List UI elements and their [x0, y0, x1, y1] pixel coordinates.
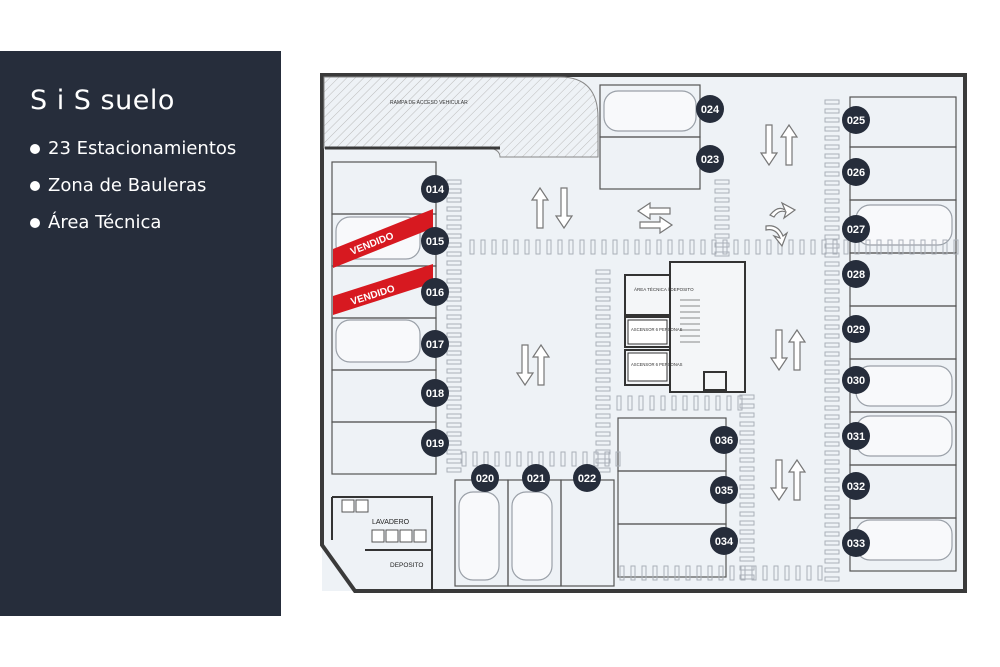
- spot-number: 021: [527, 473, 545, 485]
- bullet-icon: [30, 143, 40, 154]
- badge-circle: [522, 464, 550, 492]
- badge-circle: [471, 464, 499, 492]
- spot-badge-027[interactable]: 027: [842, 215, 870, 243]
- spot-number: 014: [426, 184, 445, 196]
- spot-number: 032: [847, 481, 865, 493]
- spot-badge-028[interactable]: 028: [842, 260, 870, 288]
- stair-lines: [680, 299, 700, 343]
- spot-number: 030: [847, 375, 865, 387]
- badge-circle: [421, 227, 449, 255]
- spot-number: 020: [476, 473, 494, 485]
- spot-badge-031[interactable]: 031: [842, 422, 870, 450]
- parking-spot-badges: 014 015 016 017 018 019 020 021 022 023 024 025 026 0…: [421, 95, 870, 557]
- badge-circle: [842, 215, 870, 243]
- badge-circle: [696, 145, 724, 173]
- spot-badge-032[interactable]: 032: [842, 472, 870, 500]
- spot-number: 024: [701, 104, 720, 116]
- feature-label: 23 Estacionamientos: [48, 138, 237, 159]
- central-core: [624, 261, 746, 393]
- badge-circle: [842, 422, 870, 450]
- badge-circle: [842, 158, 870, 186]
- spot-number: 027: [847, 224, 865, 236]
- service-rooms: [331, 496, 433, 591]
- spot-number: 034: [715, 536, 734, 548]
- spot-badge-019[interactable]: 019: [421, 429, 449, 457]
- spot-badge-034[interactable]: 034: [710, 527, 738, 555]
- spot-badge-022[interactable]: 022: [573, 464, 601, 492]
- spot-badge-020[interactable]: 020: [471, 464, 499, 492]
- spot-number: 017: [426, 339, 444, 351]
- vehicle-ramp: [323, 76, 599, 158]
- badge-circle: [421, 429, 449, 457]
- spot-badge-018[interactable]: 018: [421, 379, 449, 407]
- spot-badge-036[interactable]: 036: [710, 426, 738, 454]
- badge-circle: [842, 366, 870, 394]
- floor-plan: RAMPA DE ACCESO VEHICULAR: [320, 73, 967, 593]
- spot-badge-016[interactable]: 016: [421, 278, 449, 306]
- spot-badge-014[interactable]: 014: [421, 175, 449, 203]
- ramp-label: RAMPA DE ACCESO VEHICULAR: [390, 100, 468, 106]
- spot-number: 025: [847, 115, 865, 127]
- feature-label: Área Técnica: [48, 212, 162, 233]
- spot-number: 023: [701, 154, 719, 166]
- floor-title: S i S suelo: [30, 85, 175, 116]
- spot-number: 015: [426, 236, 444, 248]
- spot-badge-015[interactable]: 015: [421, 227, 449, 255]
- spot-number: 028: [847, 269, 865, 281]
- info-panel: [0, 51, 281, 616]
- badge-circle: [842, 472, 870, 500]
- storage-label: DEPOSITO: [390, 562, 423, 569]
- badge-circle: [696, 95, 724, 123]
- elevator-label: ASCENSOR 6 PERSONAS: [631, 362, 683, 367]
- spot-badge-030[interactable]: 030: [842, 366, 870, 394]
- spot-number: 018: [426, 388, 444, 400]
- traffic-arrows: [515, 123, 807, 502]
- badge-circle: [710, 426, 738, 454]
- badge-circle: [710, 527, 738, 555]
- badge-circle: [421, 175, 449, 203]
- spot-number: 022: [578, 473, 596, 485]
- badge-circle: [421, 379, 449, 407]
- spot-number: 029: [847, 324, 865, 336]
- badge-circle: [421, 278, 449, 306]
- feature-item-storage: Zona de Bauleras: [30, 175, 206, 196]
- badge-circle: [421, 330, 449, 358]
- spot-number: 016: [426, 287, 444, 299]
- bullet-icon: [30, 180, 40, 191]
- badge-circle: [842, 315, 870, 343]
- technical-area-label: ÁREA TÉCNICA / DEPOSITO: [634, 286, 694, 292]
- spot-number: 019: [426, 438, 444, 450]
- floor-plan-area: RAMPA DE ACCESO VEHICULAR: [281, 51, 1000, 616]
- bullet-icon: [30, 217, 40, 228]
- spot-badge-024[interactable]: 024: [696, 95, 724, 123]
- badge-circle: [573, 464, 601, 492]
- laundry-fixtures: [341, 499, 427, 543]
- badge-circle: [842, 106, 870, 134]
- spot-number: 035: [715, 485, 733, 497]
- spot-badge-026[interactable]: 026: [842, 158, 870, 186]
- spot-badge-033[interactable]: 033: [842, 529, 870, 557]
- badge-circle: [842, 260, 870, 288]
- spot-badge-035[interactable]: 035: [710, 476, 738, 504]
- outer-wall: [320, 73, 967, 593]
- spot-badge-029[interactable]: 029: [842, 315, 870, 343]
- spot-badge-025[interactable]: 025: [842, 106, 870, 134]
- badge-circle: [710, 476, 738, 504]
- spot-number: 031: [847, 431, 865, 443]
- laundry-label: LAVADERO: [372, 519, 410, 526]
- spot-badge-021[interactable]: 021: [522, 464, 550, 492]
- spot-badge-017[interactable]: 017: [421, 330, 449, 358]
- badge-circle: [842, 529, 870, 557]
- feature-item-parking: 23 Estacionamientos: [30, 138, 236, 159]
- spot-number: 036: [715, 435, 733, 447]
- spot-badge-023[interactable]: 023: [696, 145, 724, 173]
- elevator-label: ASCENSOR 6 PERSONAS: [631, 327, 683, 332]
- crosswalk-stripes: [446, 99, 959, 582]
- feature-item-technical: Área Técnica: [30, 212, 161, 233]
- spot-number: 026: [847, 167, 865, 179]
- spot-number: 033: [847, 538, 865, 550]
- feature-label: Zona de Bauleras: [48, 175, 207, 196]
